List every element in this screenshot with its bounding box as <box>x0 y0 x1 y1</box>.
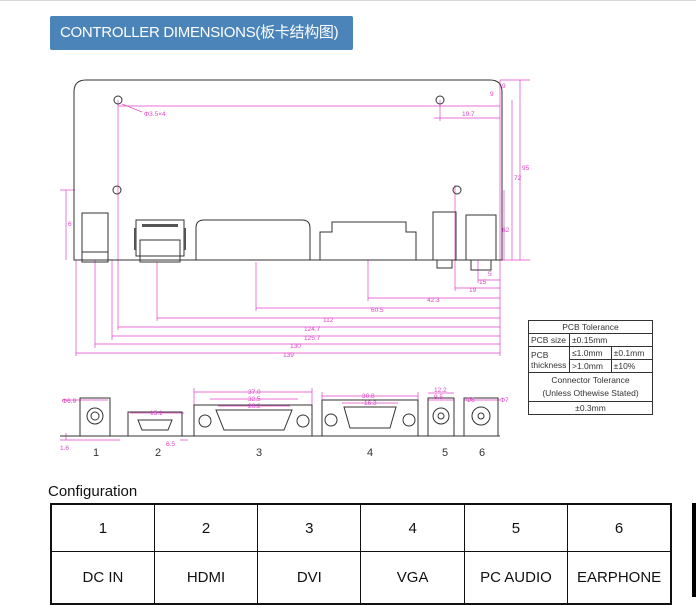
dc-in-side <box>79 397 111 437</box>
table-row: DC IN HDMI DVI VGA PC AUDIO EARPHONE <box>50 551 672 605</box>
dim-text: 42.3 <box>427 297 440 304</box>
port-number: 2 <box>155 447 161 459</box>
config-name: PC AUDIO <box>463 551 569 605</box>
connector-note: (Unless Othewise Stated) <box>542 388 639 398</box>
config-number: 5 <box>463 503 569 552</box>
configuration-table: 1 2 3 4 5 6 DC IN HDMI DVI VGA PC AUDIO … <box>50 503 672 605</box>
port-number: 4 <box>367 447 373 459</box>
dimension-drawing: Φ3.5×4 19.7 42.3 60.5 112 124.7 125.7 13… <box>60 79 530 459</box>
thickness-cond-2: >1.0mm <box>569 359 612 373</box>
audio-top <box>432 211 457 261</box>
dim-text: 15.1 <box>150 410 163 417</box>
dim-text: 16.3 <box>364 400 377 407</box>
pcb-size-value: ±0.15mm <box>569 333 653 347</box>
dim-text: 6.5 <box>166 441 175 448</box>
dim-text: 37.0 <box>248 389 261 396</box>
port-number: 3 <box>256 447 262 459</box>
dim-text: 30.8 <box>362 393 375 400</box>
config-name: DC IN <box>50 551 155 605</box>
mount-hole <box>452 185 462 195</box>
dim-text: Φ6.9 <box>62 398 77 405</box>
config-name: HDMI <box>153 551 259 605</box>
section-banner: CONTROLLER DIMENSIONS(板卡结构图) <box>50 16 353 50</box>
table-row: 1 2 3 4 5 6 <box>50 503 672 552</box>
dim-text: 9 <box>502 83 506 90</box>
dim-text: 9 <box>490 91 494 98</box>
config-number: 1 <box>50 503 155 552</box>
config-number: 6 <box>567 503 672 552</box>
dim-text: 112 <box>323 317 334 324</box>
earphone-side <box>463 397 499 437</box>
dvi-top <box>195 219 311 260</box>
config-name: EARPHONE <box>567 551 672 605</box>
dim-text: 124.7 <box>304 326 321 333</box>
dim-text: 12.2 <box>434 387 447 394</box>
mount-hole <box>435 95 445 105</box>
vga-top <box>319 221 417 260</box>
thickness-label: PCB thickness <box>528 346 570 373</box>
dim-text: 62 <box>502 227 510 234</box>
dim-text: 15 <box>479 279 487 286</box>
top-divider <box>0 0 696 1</box>
dim-text: 130 <box>290 343 301 350</box>
dim-text: 9.5 <box>434 394 443 401</box>
hdmi-side <box>127 411 183 437</box>
dim-text: Φ6 <box>466 397 475 404</box>
hole-label: Φ3.5×4 <box>144 111 166 118</box>
tolerance-table: PCB Tolerance PCB size ±0.15mm PCB thick… <box>528 320 654 415</box>
edge-bar <box>692 503 696 597</box>
dim-text: 5 <box>488 271 492 278</box>
dim-text: Φ7 <box>500 397 509 404</box>
port-number: 1 <box>93 447 99 459</box>
connector-title: Connector Tolerance <box>551 375 630 385</box>
port-number: 5 <box>442 447 448 459</box>
config-number: 3 <box>257 503 362 552</box>
dim-text: 125.7 <box>304 335 321 342</box>
config-number: 2 <box>153 503 259 552</box>
config-name: DVI <box>257 551 362 605</box>
thickness-val-2: ±10% <box>610 359 654 373</box>
dim-text: 95 <box>522 165 530 172</box>
mount-hole <box>112 185 122 195</box>
thickness-val-1: ±0.1mm <box>610 346 654 360</box>
dim-text: 32.5 <box>248 396 261 403</box>
dvi-side <box>193 404 313 437</box>
dim-text: 26.2 <box>248 403 261 410</box>
tolerance-title: PCB Tolerance <box>528 320 653 334</box>
port-number: 6 <box>479 447 485 459</box>
vga-side <box>321 399 419 437</box>
config-name: VGA <box>360 551 465 605</box>
dim-text: 19 <box>469 287 477 294</box>
dim-text: 60.5 <box>371 307 384 314</box>
dim-text: 1.6 <box>60 445 69 452</box>
pcb-size-label: PCB size <box>528 333 570 347</box>
dc-in-top <box>81 212 109 261</box>
audio-side <box>427 397 455 437</box>
thickness-cond-1: ≤1.0mm <box>569 346 612 360</box>
earphone-top <box>465 214 497 261</box>
configuration-title: Configuration <box>48 483 138 500</box>
board-outline <box>73 79 503 261</box>
dim-text: 72 <box>514 175 522 182</box>
config-number: 4 <box>360 503 465 552</box>
dim-text: 139 <box>283 352 294 359</box>
dim-text: 19.7 <box>462 111 475 118</box>
mount-hole <box>113 95 123 105</box>
connector-value: ±0.3mm <box>528 401 653 415</box>
dim-text: 6 <box>68 221 72 228</box>
